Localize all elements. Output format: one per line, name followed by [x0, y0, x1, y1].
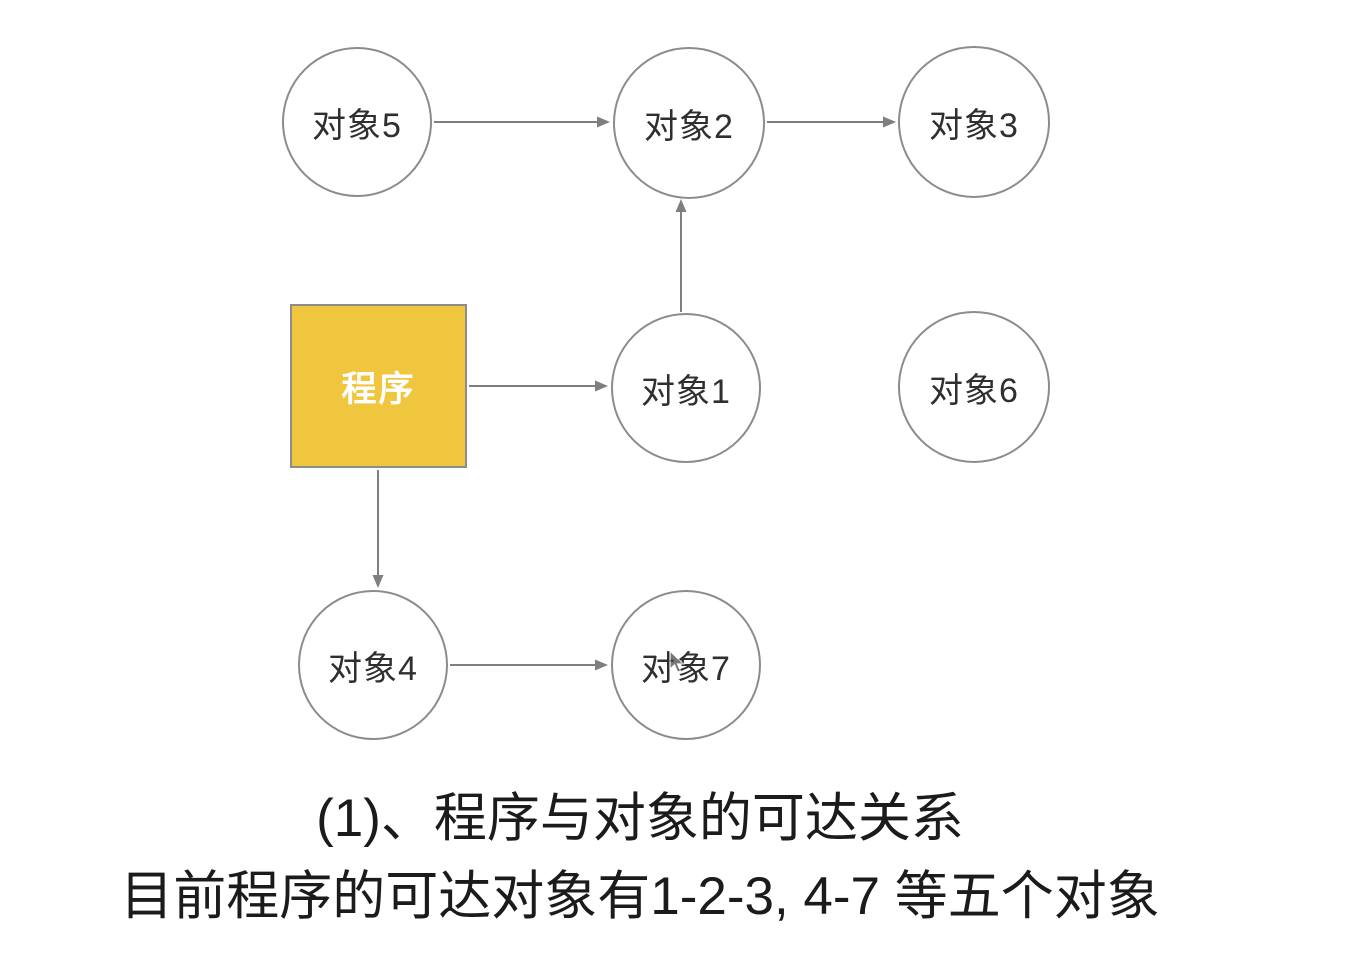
mouse-cursor-icon	[669, 650, 685, 673]
node-obj2-label: 对象2	[644, 107, 734, 146]
caption-subtitle: 目前程序的可达对象有1-2-3, 4-7 等五个对象	[120, 867, 1160, 926]
node-obj3: 对象3	[898, 46, 1050, 198]
node-obj6-label: 对象6	[929, 371, 1019, 410]
node-obj1-label: 对象1	[641, 372, 731, 411]
node-program-label: 程序	[341, 369, 416, 409]
node-obj4: 对象4	[298, 590, 448, 740]
node-obj6: 对象6	[898, 311, 1050, 463]
caption-title: (1)、程序与对象的可达关系	[316, 789, 964, 848]
node-obj7: 对象7	[611, 590, 761, 740]
node-obj1: 对象1	[611, 313, 761, 463]
node-obj5: 对象5	[282, 47, 432, 197]
node-obj5-label: 对象5	[312, 106, 402, 145]
node-program: 程序	[290, 304, 467, 468]
node-obj3-label: 对象3	[929, 106, 1019, 145]
node-obj2: 对象2	[613, 47, 765, 199]
node-obj4-label: 对象4	[328, 649, 418, 688]
node-obj7-label: 对象7	[641, 649, 731, 688]
caption: (1)、程序与对象的可达关系 目前程序的可达对象有1-2-3, 4-7 等五个对…	[0, 780, 1280, 936]
